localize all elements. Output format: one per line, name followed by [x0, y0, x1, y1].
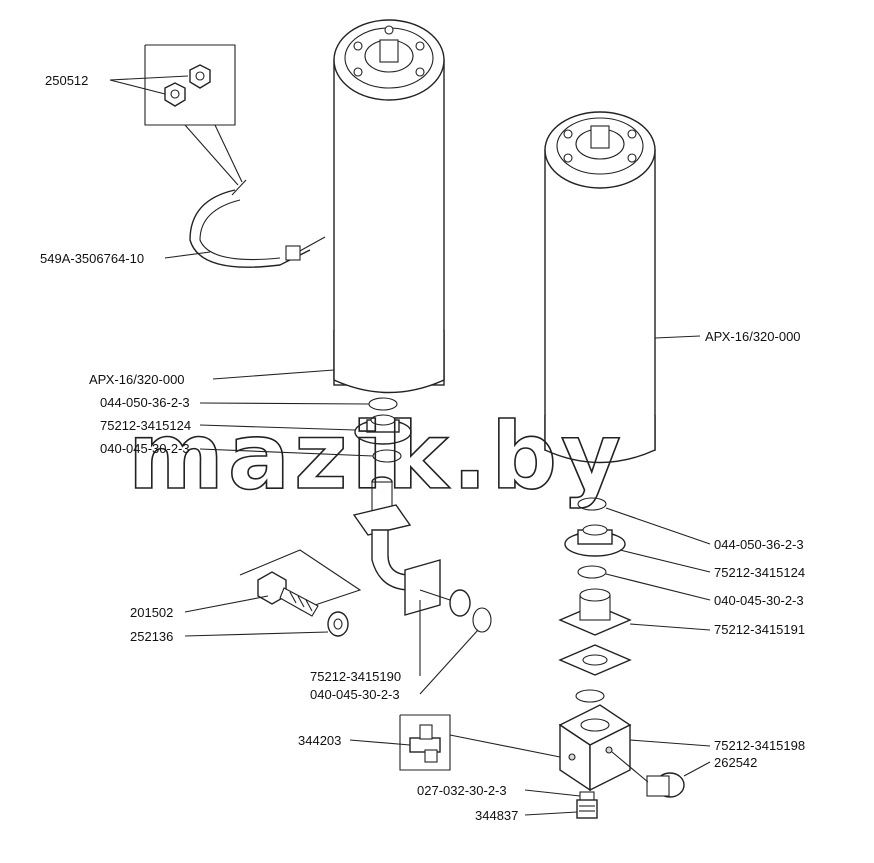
label-75212-190: 75212-3415190: [310, 669, 401, 684]
watermark-text: mazik.by: [128, 403, 625, 510]
label-262542: 262542: [714, 755, 757, 770]
label-75212-198: 75212-3415198: [714, 738, 805, 753]
label-040-left: 040-045-30-2-3: [100, 441, 190, 456]
label-75212-124-left: 75212-3415124: [100, 418, 191, 433]
strap-549A: [184, 124, 326, 268]
left-cylinder: [333, 19, 445, 394]
nuts-250512: [144, 44, 236, 126]
label-040-right: 040-045-30-2-3: [714, 593, 804, 608]
leader-lines: [109, 75, 711, 816]
label-201502: 201502: [130, 605, 173, 620]
left-stack-parts: [354, 397, 412, 463]
label-040-bottom: 040-045-30-2-3: [310, 687, 400, 702]
label-apx-right: АРХ-16/320-000: [705, 329, 801, 344]
tee-fitting-344203: [399, 714, 561, 771]
label-344837: 344837: [475, 808, 518, 823]
label-344203: 344203: [298, 733, 341, 748]
washer-252136: [327, 611, 349, 637]
label-252136: 252136: [130, 629, 173, 644]
valve-block-75212-3415198: [558, 704, 632, 819]
label-549A-3506764-10: 549A-3506764-10: [40, 251, 144, 266]
label-apx-left: АРХ-16/320-000: [89, 372, 185, 387]
label-75212-191: 75212-3415191: [714, 622, 805, 637]
plug-262542: [611, 751, 685, 798]
label-044-left: 044-050-36-2-3: [100, 395, 190, 410]
right-cylinder: [544, 111, 656, 464]
right-stack-parts: [558, 497, 632, 703]
label-044-right: 044-050-36-2-3: [714, 537, 804, 552]
label-75212-124-right: 75212-3415124: [714, 565, 805, 580]
label-027: 027-032-30-2-3: [417, 783, 507, 798]
label-250512: 250512: [45, 73, 88, 88]
elbow-pipe-75212-3415190: [352, 476, 492, 633]
bolt-201502: [239, 549, 362, 617]
